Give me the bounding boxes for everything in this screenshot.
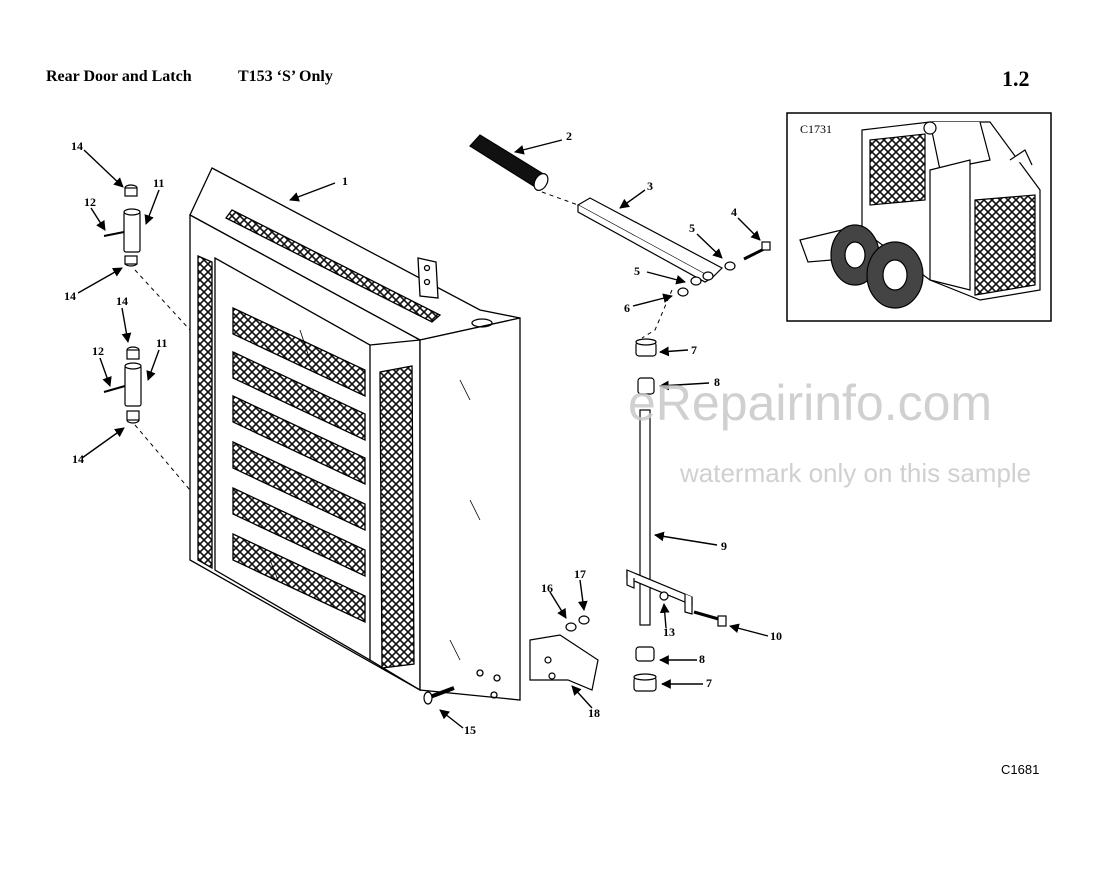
- rear-door: [189, 167, 521, 701]
- callout-9: 9: [721, 539, 727, 553]
- callout-4: 4: [731, 205, 737, 219]
- handle-grip: [469, 134, 549, 191]
- upper-hinge: [103, 184, 141, 267]
- page-title: Rear Door and Latch: [46, 68, 192, 85]
- callout-11a: 11: [153, 176, 164, 190]
- callout-3: 3: [647, 179, 653, 193]
- callout-14b: 14: [64, 289, 76, 303]
- callout-2: 2: [566, 129, 572, 143]
- callout-11b: 11: [156, 336, 167, 350]
- callout-12b: 12: [92, 344, 104, 358]
- callout-17: 17: [574, 567, 586, 581]
- callout-7a: 7: [691, 343, 697, 357]
- callout-8a: 8: [714, 375, 720, 389]
- callout-6: 6: [624, 301, 630, 315]
- section-number: 1.2: [1002, 66, 1030, 91]
- callout-14d: 14: [72, 452, 84, 466]
- striker-bracket: [423, 615, 599, 705]
- inset-code: C1731: [800, 122, 832, 136]
- callout-1: 1: [342, 174, 348, 188]
- callout-14c: 14: [116, 294, 128, 308]
- callout-8b: 8: [699, 652, 705, 666]
- figure-code: C1681: [1001, 762, 1040, 777]
- callout-labels: 1 2 3 4 5 5 6 7 8 9 10 11 12 14 14 11 12…: [64, 129, 782, 737]
- inset-illustration: C1731: [786, 112, 1052, 322]
- latch-rod: [626, 338, 727, 692]
- callout-5b: 5: [634, 264, 640, 278]
- model-label: T153 ‘S’ Only: [238, 68, 333, 85]
- callout-16: 16: [541, 581, 553, 595]
- lower-hinge: [103, 346, 142, 424]
- leader-lines: [77, 139, 769, 729]
- callout-15: 15: [464, 723, 476, 737]
- callout-18: 18: [588, 706, 600, 720]
- callout-13: 13: [663, 625, 675, 639]
- latch-arm: [576, 197, 771, 297]
- callout-10: 10: [770, 629, 782, 643]
- callout-5a: 5: [689, 221, 695, 235]
- watermark-line-1: eRepairinfo.com: [628, 375, 992, 431]
- watermark-line-2: watermark only on this sample: [679, 458, 1031, 488]
- callout-7b: 7: [706, 676, 712, 690]
- callout-14a: 14: [71, 139, 83, 153]
- callout-12a: 12: [84, 195, 96, 209]
- watermark: eRepairinfo.com watermark only on this s…: [628, 375, 1031, 488]
